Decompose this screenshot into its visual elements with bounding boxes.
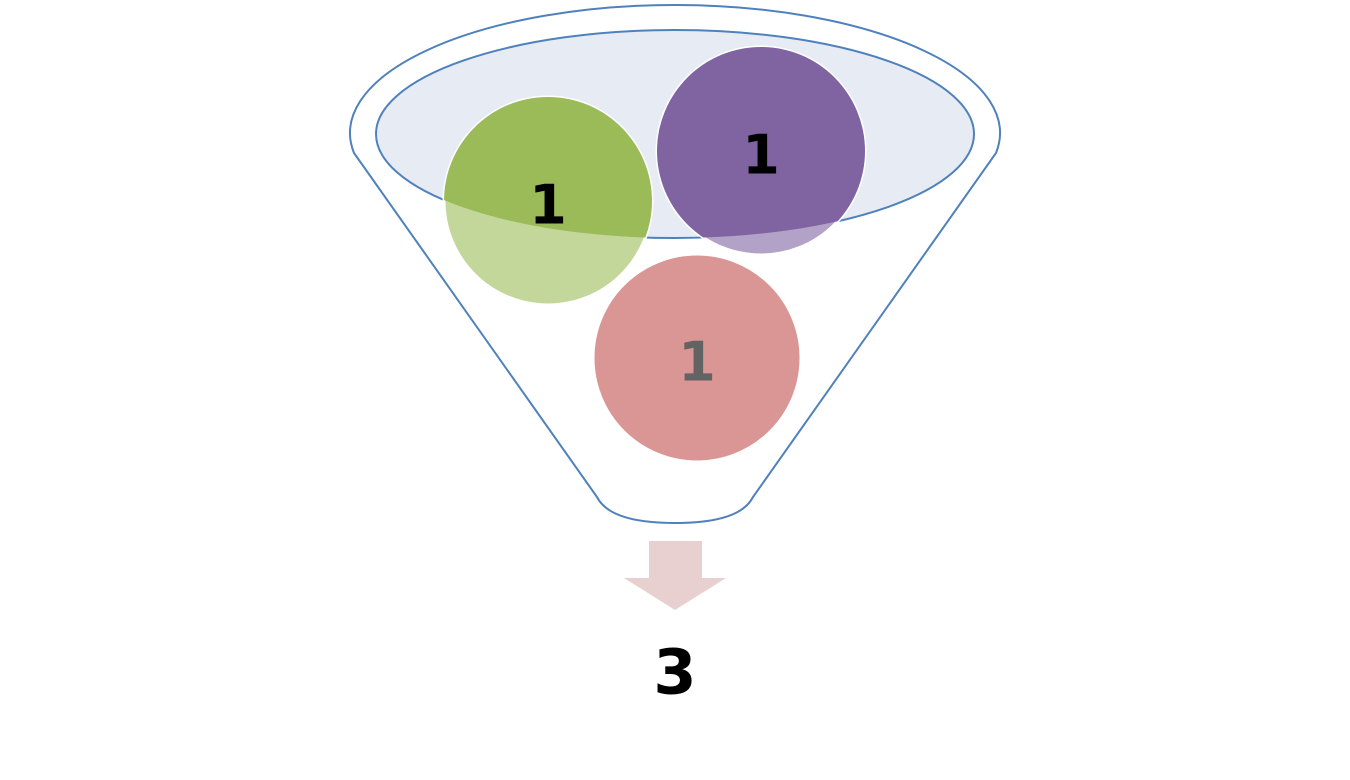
input-label-green: 1 bbox=[529, 174, 567, 237]
input-circle-purple: 1 bbox=[655, 45, 867, 257]
input-circle-pink: 1 bbox=[591, 252, 803, 464]
result-value: 3 bbox=[653, 636, 696, 709]
input-label-purple: 1 bbox=[742, 124, 780, 187]
input-label-pink: 1 bbox=[678, 331, 716, 394]
down-arrow-icon bbox=[624, 541, 726, 610]
input-circle-green: 1 bbox=[442, 95, 654, 307]
